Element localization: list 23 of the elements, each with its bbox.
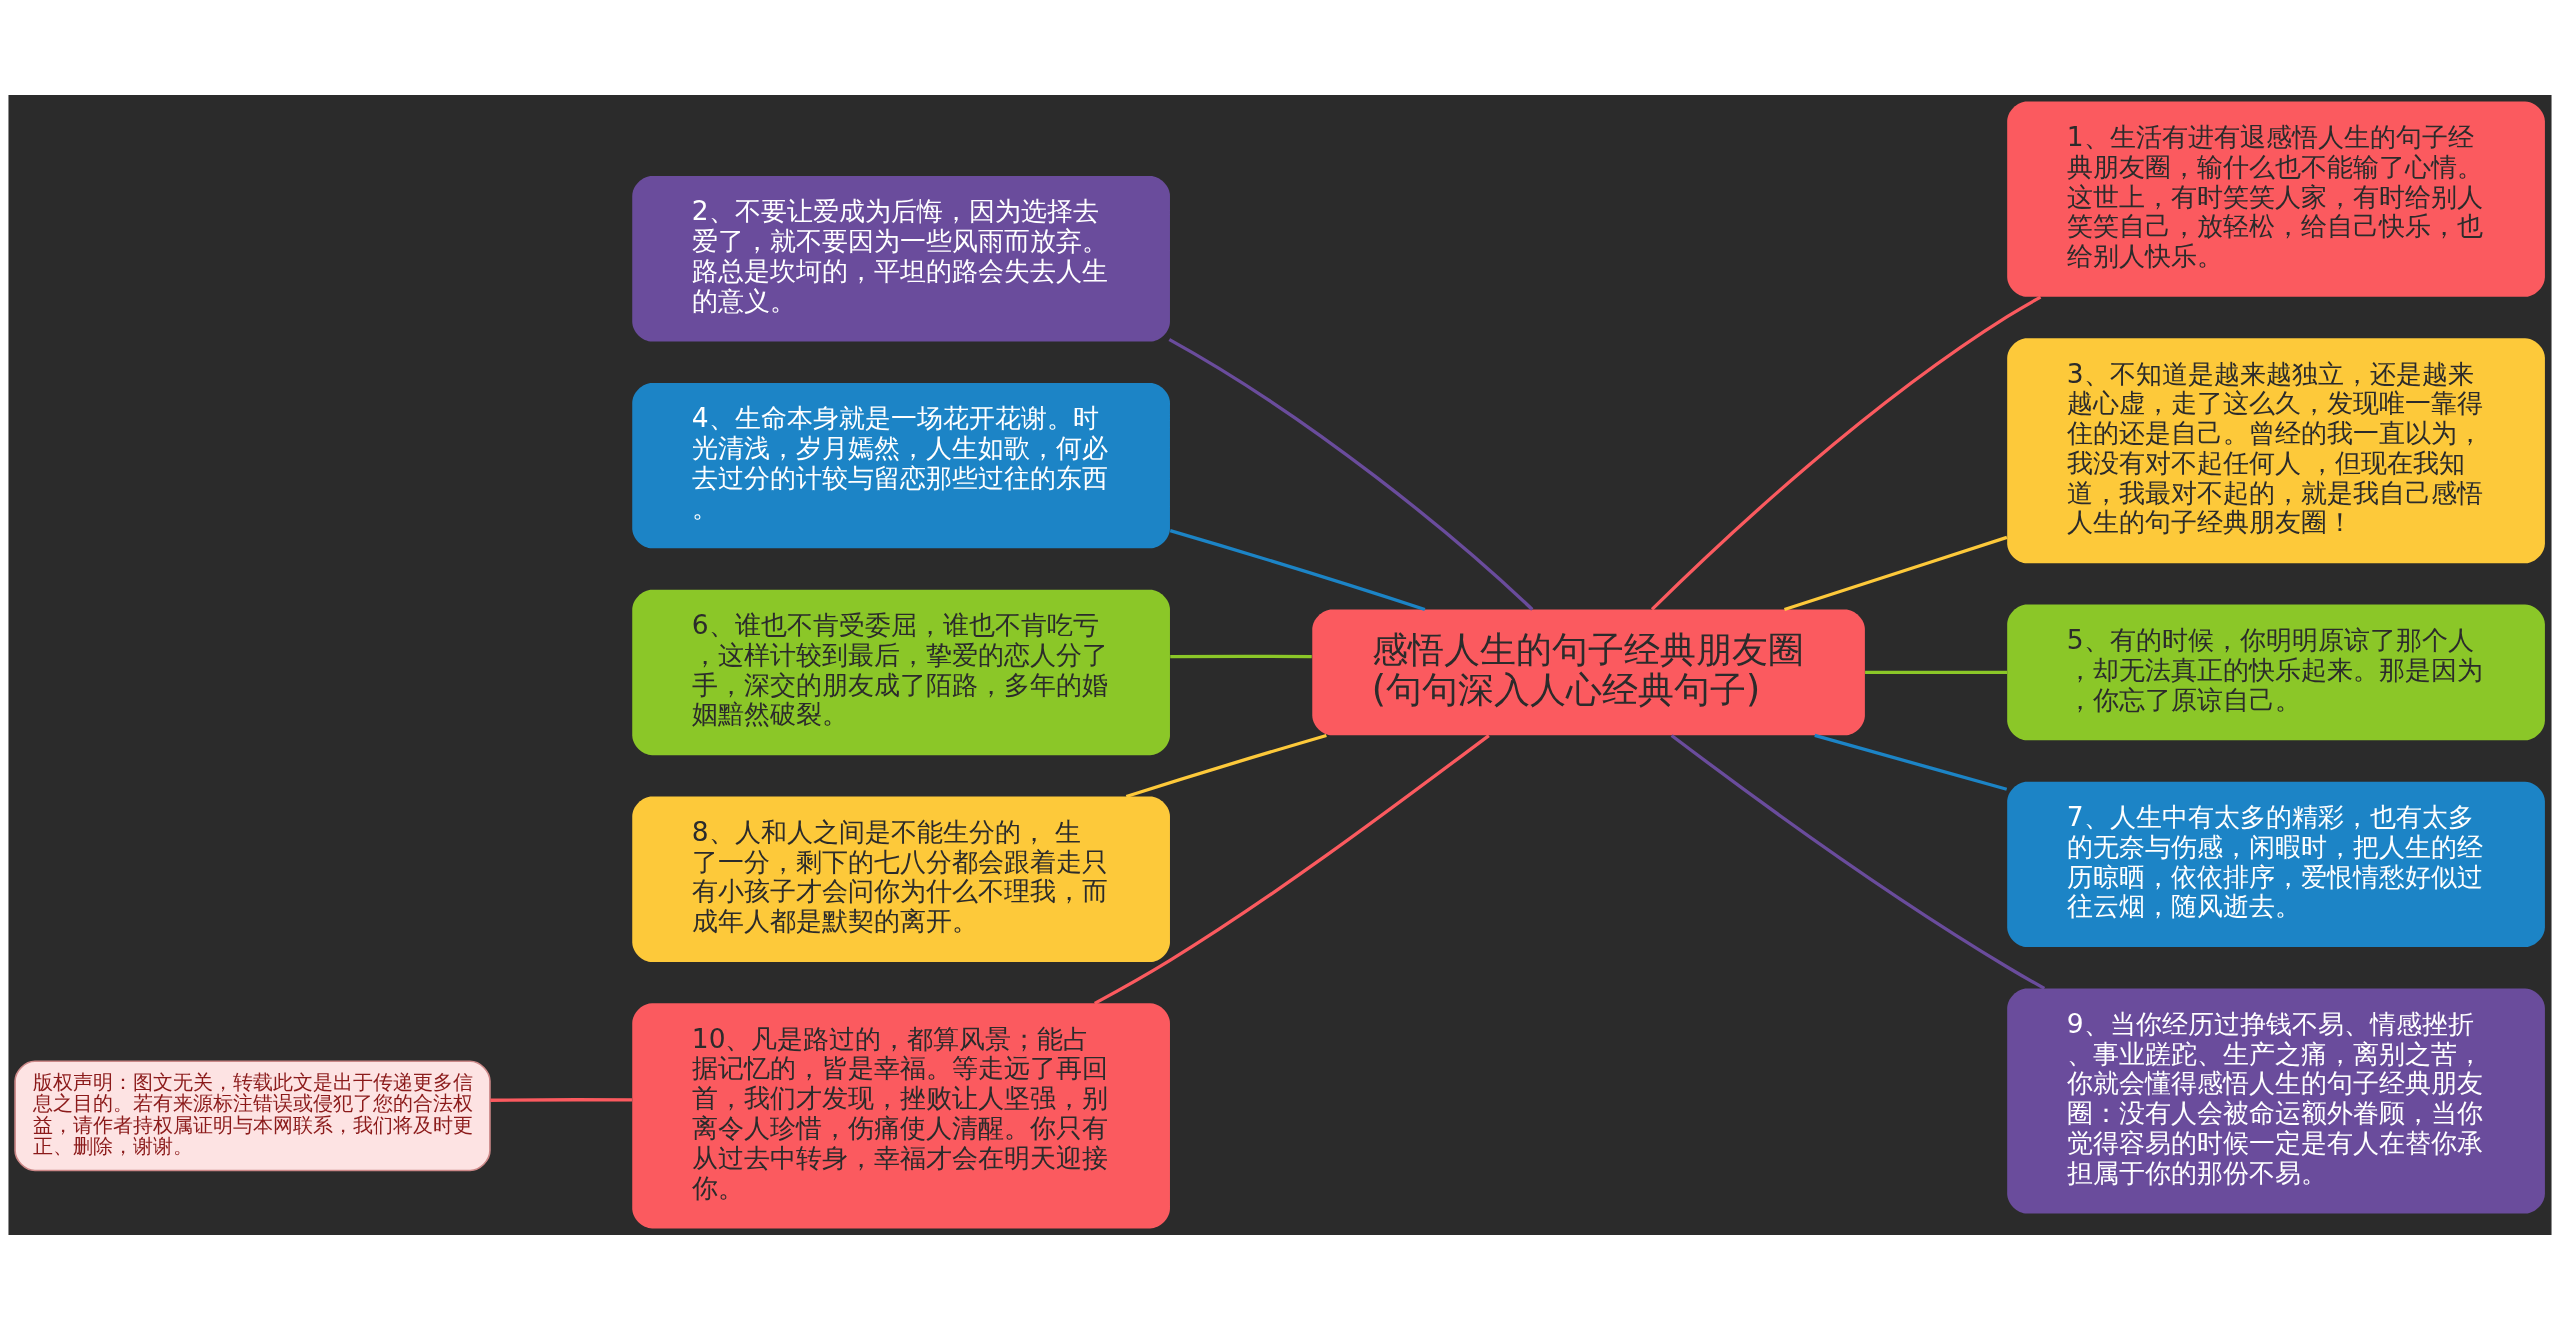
node-box: 7、人生中有太多的精彩，也有太多的无奈与伤感，闲暇时，把人生的经历晾晒，依依排序，爱恨情愁好似过往云烟，随风逝去。 [2007,781,2545,948]
node-box: 6、谁也不肯受委屈，谁也不肯吃亏，这样计较到最后，挚爱的恋人分了手，深交的朋友成了陌路，多年的婚姻黯然破裂。 [632,589,1170,756]
connector [1814,733,2008,791]
connector [1670,734,2046,990]
node-box: 4、生命本身就是一场花开花谢。时光清浅，岁月嫣然，人生如歌，何必去过分的计较与留恋那些过往的东西。 [632,382,1170,549]
node-box: 3、不知道是越来越独立，还是越来越心虚，走了这么久，发现唯一靠得住的还是自己。曾经的我一直以为，我没有对不起任何人 ，但现在我知道，我最对不起的，就是我自己感悟人生的句子经典朋友圈！ [2007,338,2545,564]
connector [1783,535,2008,612]
connector [1168,338,1534,611]
connector [1169,529,1426,612]
node-box: 8、人和人之间是不能生分的， 生了一分，剩下的七八分都会跟着走只有小孩子才会问你为什么不理我，而成年人都是默契的离开。 [632,796,1170,962]
node-box: 感悟人生的句子经典朋友圈(句句深入人心经典句子) [1312,609,1865,736]
connector [490,1098,632,1102]
connector [1093,734,1490,1005]
connector [1170,654,1312,659]
connector [1865,670,2008,675]
node-box: 5、有的时候，你明明原谅了那个人，却无法真正的快乐起来。那是因为，你忘了原谅自己。 [2007,604,2545,741]
connector [1650,295,2042,611]
node-box: 10、凡是路过的，都算风景；能占据记忆的，皆是幸福。等走远了再回首，我们才发现，挫败让人坚强，别离令人珍惜，伤痛使人清醒。你只有从过去中转身，幸福才会在明天迎接你。 [632,1003,1170,1229]
node-box: 2、不要让爱成为后悔，因为选择去爱了，就不要因为一些风雨而放弃。路总是坎坷的，平坦的路会失去人生的意义。 [632,176,1170,342]
node-box: 9、当你经历过挣钱不易、情感挫折、事业蹉跎、生产之痛，离别之苦，你就会懂得感悟人生的句子经典朋友圈：没有人会被命运额外眷顾，当你觉得容易的时候一定是有人在替你承担属于你的那份不易。 [2007,988,2545,1214]
connector [1125,733,1327,799]
node-box: 1、生活有进有退感悟人生的句子经典朋友圈，输什么也不能输了心情。这世上，有时笑笑人家，有时给别人笑笑自己，放轻松，给自己快乐，也给别人快乐。 [2007,101,2545,297]
node-box: 版权声明：图文无关，转载此文是出于传递更多信息之目的。若有来源标注错误或侵犯了您的合法权益，请作者持权属证明与本网联系，我们将及时更正、删除，谢谢。 [14,1060,491,1172]
